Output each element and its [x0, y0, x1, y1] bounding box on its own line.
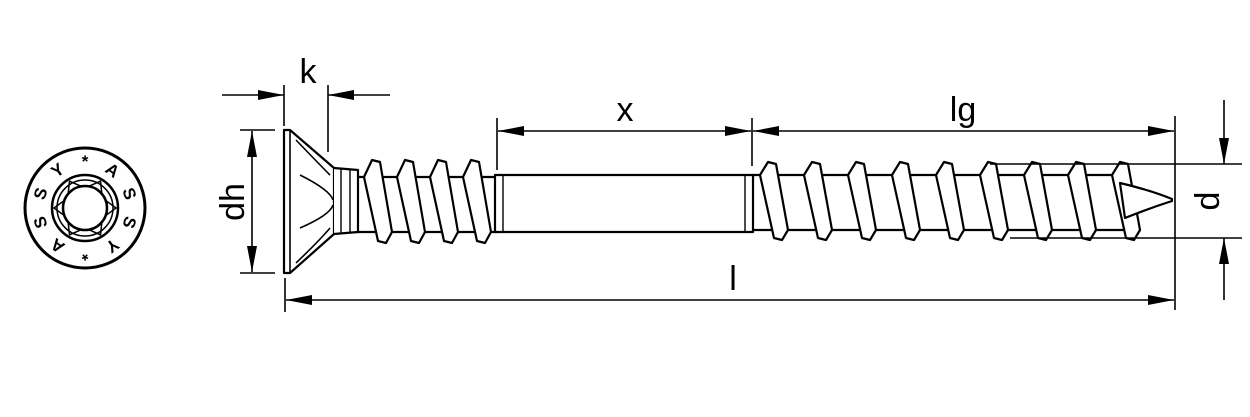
label-l: l: [729, 260, 737, 298]
logo-letter: S: [30, 214, 52, 231]
torx-lobe: [88, 180, 103, 194]
label-lg: lg: [950, 91, 976, 129]
torx-lobe: [67, 180, 82, 194]
thread-flank: [461, 158, 493, 245]
smooth-shank: [493, 173, 755, 234]
countersunk-head: [282, 128, 336, 275]
thread-flank: [934, 160, 966, 242]
logo-letter: S: [30, 185, 52, 202]
drive-ring: [50, 173, 120, 243]
thread-flank: [395, 158, 427, 245]
head-outer-circle: [23, 146, 147, 270]
torx-lobes: [52, 180, 118, 236]
logo-letter: Y: [48, 159, 69, 181]
upper-thread: [354, 158, 499, 245]
drive-recess: [61, 184, 109, 232]
logo-letter: A: [47, 234, 68, 257]
thread-flank: [758, 160, 790, 242]
thread-flank: [428, 158, 460, 245]
logo-letter: Y: [102, 235, 123, 257]
screw-tip: [1118, 181, 1174, 220]
thread-flank: [362, 158, 394, 245]
thread-flank: [890, 160, 922, 242]
main-thread: [750, 160, 1142, 242]
dimensions: [222, 85, 1242, 312]
screw-side-view: [282, 128, 1174, 275]
torx-lobe: [88, 222, 103, 236]
thread-flank: [978, 160, 1010, 242]
torx-lobe: [52, 199, 65, 217]
thread-flank: [846, 160, 878, 242]
thread-flank: [802, 160, 834, 242]
label-dh: dh: [214, 183, 252, 221]
drive-ring-inner: [56, 179, 114, 237]
head-ribs: [295, 139, 334, 264]
logo-letter: S: [118, 185, 140, 202]
logo-letter: A: [102, 159, 123, 182]
dimension-labels: k dh x lg l d: [214, 53, 1227, 298]
torx-lobe: [67, 222, 82, 236]
label-k: k: [300, 53, 318, 91]
label-d: d: [1189, 192, 1227, 211]
logo-letter: *: [81, 245, 88, 264]
neck: [333, 166, 360, 236]
torx-lobe: [105, 199, 118, 217]
logo-letter: *: [82, 152, 89, 171]
logo-letter: S: [118, 214, 140, 231]
label-x: x: [617, 91, 634, 129]
